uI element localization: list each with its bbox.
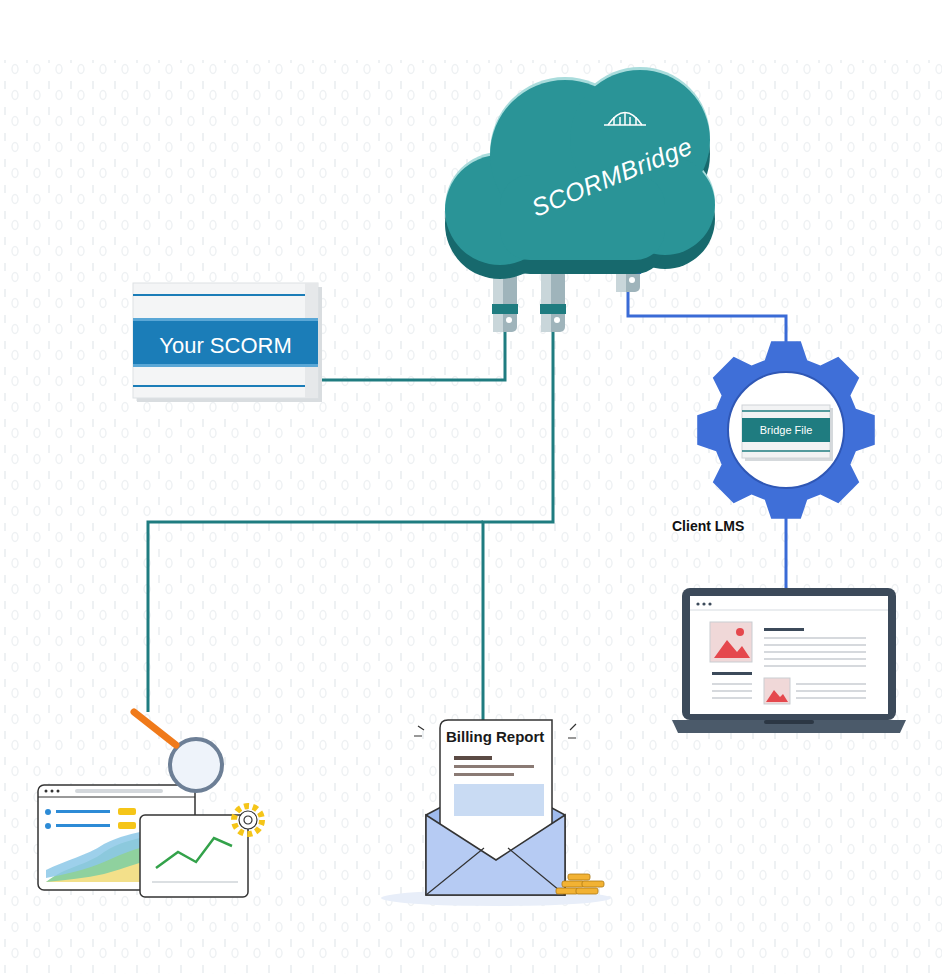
scorm-package-box: Your SCORM (133, 283, 318, 398)
node-label: Billing Report (446, 728, 544, 745)
node-label: Bridge File (742, 418, 830, 442)
analytics-wire (148, 522, 483, 712)
billing-document: Billing Report (426, 720, 566, 895)
node-shape (426, 720, 566, 895)
connector-line (628, 290, 786, 342)
gear-node: Client LMSBridge File (696, 340, 876, 520)
connector-line (483, 328, 553, 720)
cloud-node: SCORMBridge (430, 45, 710, 335)
node-label: Client LMS (672, 518, 744, 534)
node-label: Your SCORM (133, 318, 318, 367)
connector-line (318, 328, 505, 380)
laptop-illustration (672, 588, 906, 733)
laptop-wire (785, 518, 788, 590)
bridge-file-box: Bridge File (742, 405, 830, 458)
binary-background (0, 60, 942, 974)
analytics-illustration (38, 712, 262, 897)
